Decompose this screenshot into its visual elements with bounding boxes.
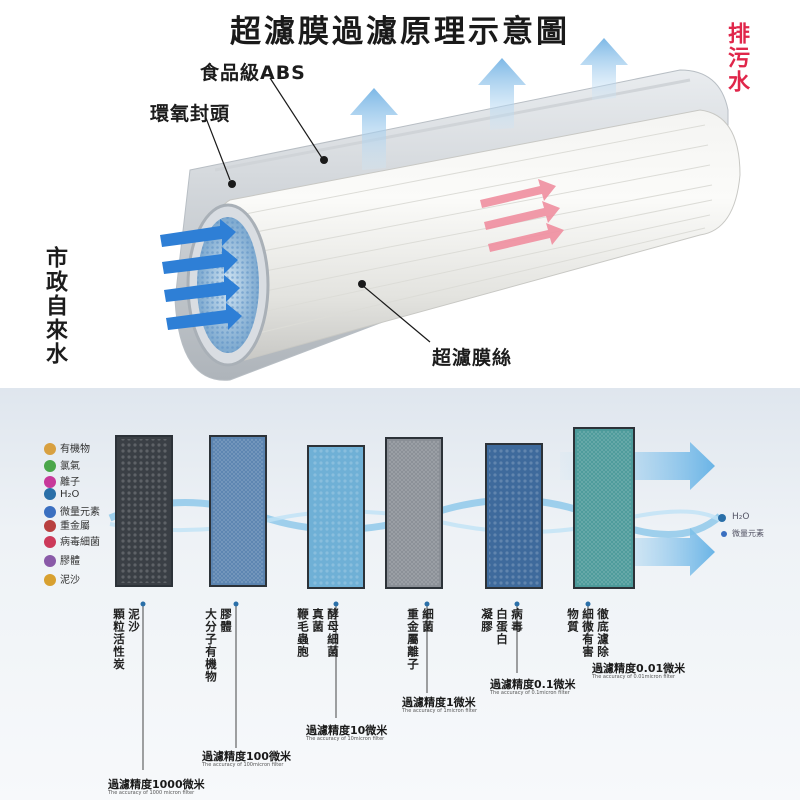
filter-accuracy-en: The accuracy of 0.01micron filter	[592, 674, 675, 680]
legend-item: 離子	[44, 473, 80, 488]
filter-accuracy: 過濾精度0.1微米	[490, 678, 576, 691]
filter-column-label: 膠體	[219, 608, 233, 633]
legend-item: 膠體	[44, 552, 80, 567]
legend-item: 泥沙	[44, 571, 80, 586]
label-uf-membrane-fiber: 超濾膜絲	[432, 347, 513, 369]
legend-dot-icon	[44, 443, 56, 455]
filter-column-label: 重金屬離子	[406, 608, 420, 671]
filter-panel-texture	[389, 441, 439, 585]
filter-column-label: 凝膠	[480, 608, 494, 633]
filter-panel-texture	[213, 439, 263, 583]
legend-item: 微量元素	[44, 503, 100, 518]
filter-accuracy: 過濾精度10微米	[306, 724, 388, 737]
filter-column-label: 鞭毛蟲胞	[296, 608, 310, 658]
filter-accuracy-en: The accuracy of 10micron filter	[306, 736, 385, 742]
output-trace-label: 微量元素	[732, 529, 764, 538]
legend-item: 重金屬	[44, 517, 90, 532]
filter-accuracy: 過濾精度1微米	[402, 696, 476, 709]
filter-column-label: 泥沙	[127, 608, 141, 633]
legend-dot-icon	[44, 536, 56, 548]
legend-label: 離子	[60, 477, 80, 488]
membrane-module-illustration	[160, 38, 741, 381]
filter-accuracy-en: The accuracy of 0.1micron filter	[490, 690, 570, 696]
page-title: 超濾膜過濾原理示意圖	[230, 14, 570, 50]
filter-column-label: 白蛋白	[495, 608, 509, 646]
label-drain-water: 排污水	[724, 22, 749, 94]
legend-item: H₂O	[44, 488, 79, 500]
legend-dot-icon	[44, 555, 56, 567]
filter-accuracy-en: The accuracy of 1000 micron filter	[108, 790, 195, 796]
h2o-dot	[718, 514, 726, 522]
legend-label: H₂O	[60, 489, 80, 500]
legend-label: 膠體	[60, 556, 80, 567]
legend-label: 泥沙	[60, 575, 80, 586]
filter-accuracy: 過濾精度0.01微米	[592, 662, 686, 675]
legend-label: 氯氣	[60, 461, 80, 472]
filter-accuracy-en: The accuracy of 100micron filter	[202, 762, 284, 768]
filter-panel-texture	[119, 439, 169, 583]
filter-accuracy: 過濾精度100微米	[202, 750, 291, 763]
filter-column-label: 病毒	[510, 608, 524, 633]
trace-element-dot	[721, 531, 727, 537]
filter-panel-texture	[311, 449, 361, 585]
label-municipal-tap-water: 市政自來水	[42, 246, 67, 366]
output-h2o-label: H₂O	[732, 512, 750, 522]
legend-dot-icon	[44, 506, 56, 518]
label-food-grade-abs: 食品級ABS	[200, 62, 306, 84]
filter-column-label: 物質	[566, 608, 580, 633]
filter-column-label: 大分子有機物	[204, 608, 218, 683]
filtration-stages-illustration	[108, 427, 727, 770]
legend-dot-icon	[44, 476, 56, 488]
legend-label: 微量元素	[60, 507, 100, 518]
label-epoxy-cap: 環氧封頭	[150, 103, 231, 125]
legend-item: 氯氣	[44, 457, 80, 472]
legend-item: 有機物	[44, 440, 90, 455]
filter-column-label: 徹底濾除	[596, 608, 610, 658]
legend-dot-icon	[44, 574, 56, 586]
legend-dot-icon	[44, 520, 56, 532]
filter-panel-texture	[577, 431, 631, 585]
filter-accuracy-en: The accuracy of 1micron filter	[402, 708, 478, 714]
legend-label: 病毒細菌	[60, 537, 100, 548]
filter-column-label: 顆粒活性炭	[112, 608, 126, 671]
filter-column-label: 細菌	[421, 608, 435, 633]
legend-label: 有機物	[60, 444, 90, 455]
filter-accuracy: 過濾精度1000微米	[108, 778, 205, 791]
legend-item: 病毒細菌	[44, 533, 100, 548]
filter-panel-texture	[489, 447, 539, 585]
legend-dot-icon	[44, 488, 56, 500]
legend-dot-icon	[44, 460, 56, 472]
filter-column-label: 酵母細菌	[326, 608, 340, 658]
filter-column-label: 真菌	[311, 608, 325, 633]
filter-column-label: 細微有害	[581, 608, 595, 658]
legend-label: 重金屬	[60, 521, 90, 532]
